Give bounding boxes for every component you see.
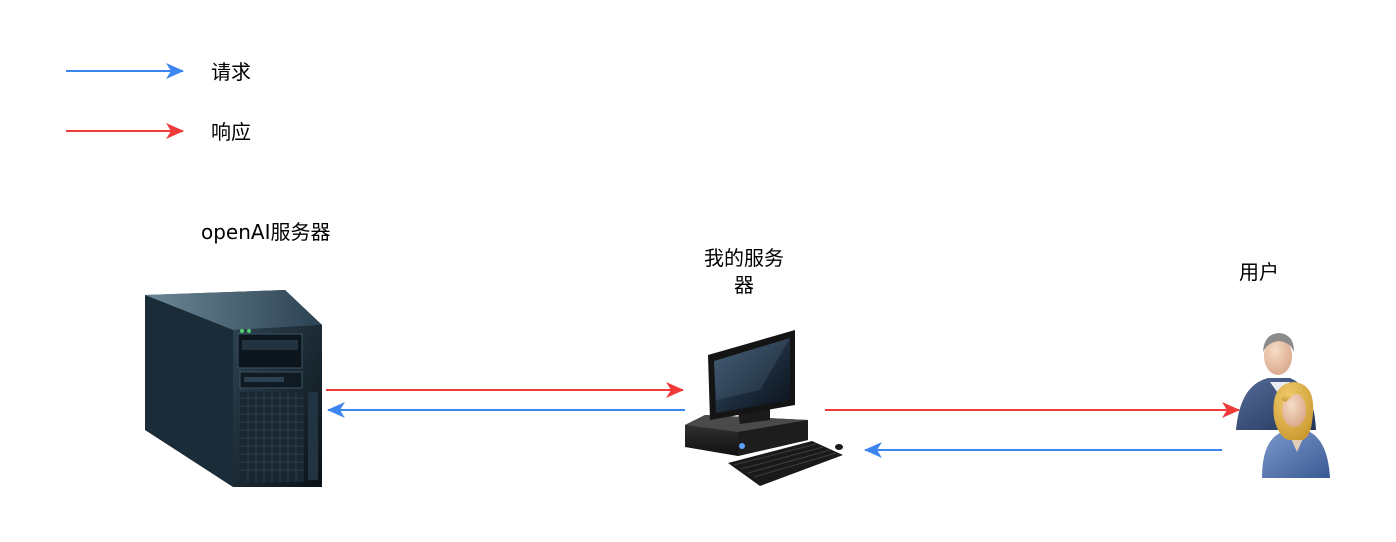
desktop-computer-icon: [685, 330, 843, 486]
legend-request-label: 请求: [211, 60, 251, 84]
my-server-label: 我的服务器: [704, 246, 784, 297]
user-label: 用户: [1239, 260, 1279, 284]
users-icon: [1236, 333, 1330, 478]
tower-server-icon: [145, 290, 322, 487]
openai-server-label: openAI服务器: [201, 220, 331, 244]
legend-response-label: 响应: [211, 120, 251, 144]
